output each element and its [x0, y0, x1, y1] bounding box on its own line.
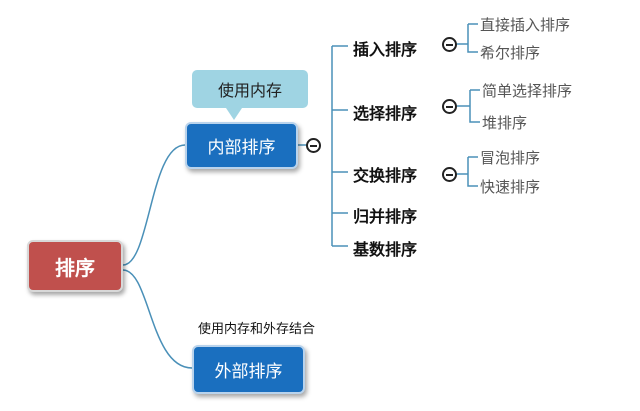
collapse-minus-icon[interactable]: [442, 99, 457, 114]
method-selection-sort[interactable]: 选择排序: [353, 104, 418, 123]
external-sort-node[interactable]: 外部排序: [192, 345, 305, 394]
link-root-internal: [122, 144, 186, 266]
leaf-bubble-sort[interactable]: 冒泡排序: [480, 149, 541, 167]
collapse-minus-icon[interactable]: [442, 167, 457, 182]
external-note: 使用内存和外存结合: [198, 322, 316, 337]
internal-sort-node[interactable]: 内部排序: [185, 122, 298, 169]
root-node[interactable]: 排序: [27, 240, 123, 292]
collapse-minus-icon[interactable]: [442, 37, 457, 52]
leaf-heap-sort[interactable]: 堆排序: [482, 114, 528, 132]
leaf-straight-insertion[interactable]: 直接插入排序: [480, 16, 571, 34]
internal-note-callout: 使用内存: [192, 70, 308, 120]
leaf-quick-sort[interactable]: 快速排序: [480, 178, 541, 196]
method-insertion-sort[interactable]: 插入排序: [353, 40, 418, 59]
leaf-simple-selection[interactable]: 简单选择排序: [482, 82, 573, 100]
collapse-minus-icon[interactable]: [306, 138, 321, 153]
leaf-shell-sort[interactable]: 希尔排序: [480, 44, 541, 62]
method-radix-sort[interactable]: 基数排序: [353, 240, 418, 259]
method-merge-sort[interactable]: 归并排序: [353, 207, 418, 226]
link-root-external: [122, 269, 193, 369]
method-exchange-sort[interactable]: 交换排序: [353, 166, 418, 185]
